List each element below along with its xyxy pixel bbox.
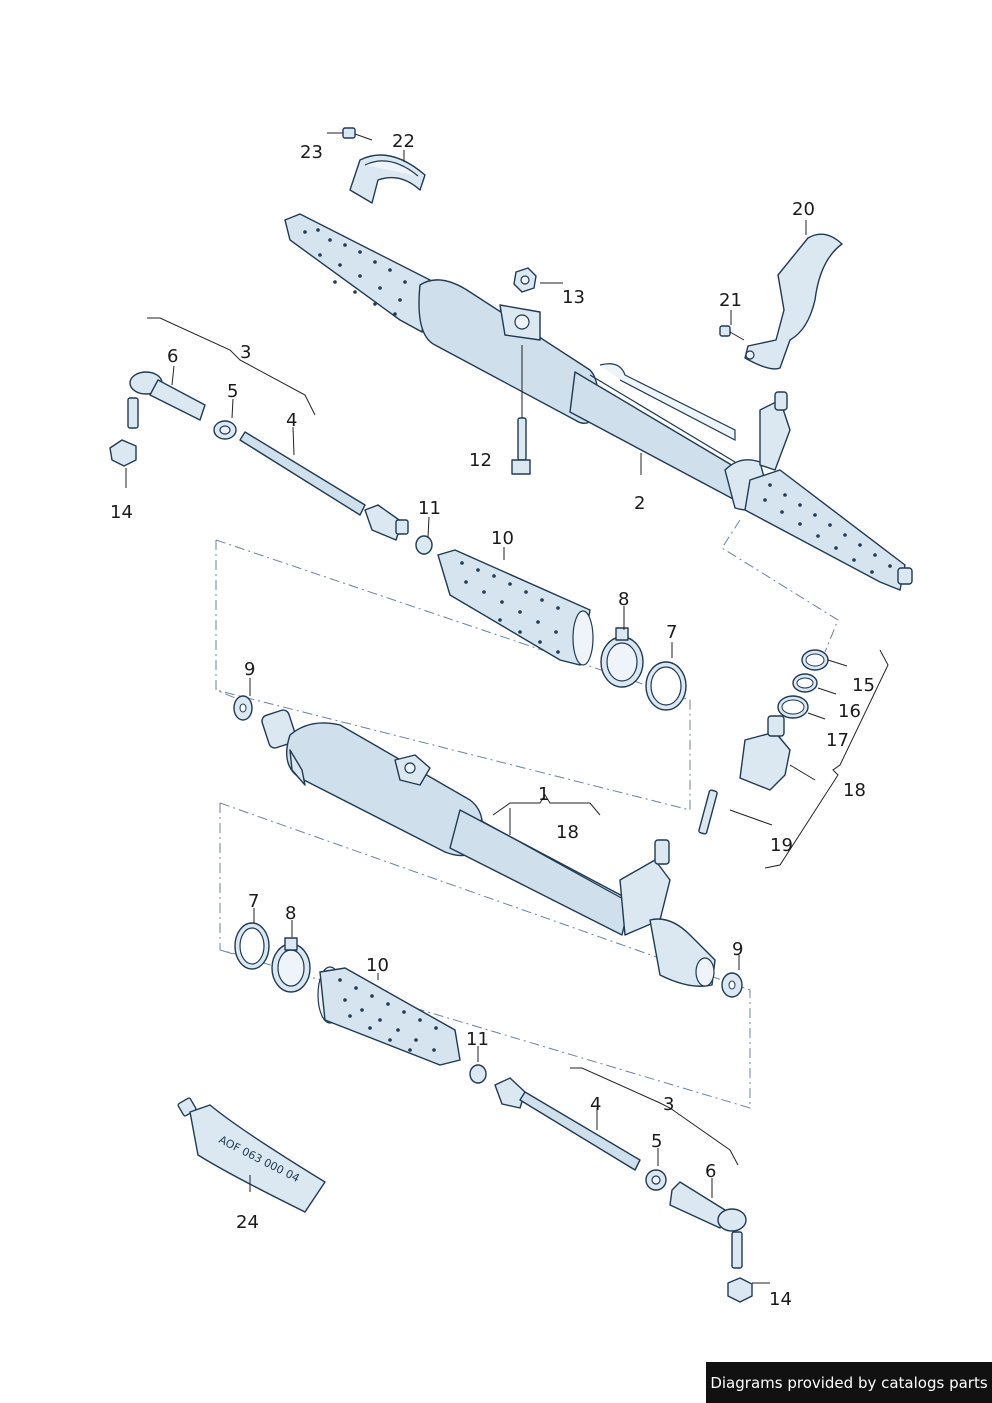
valve-part <box>739 715 791 791</box>
callout-11-lower: 11 <box>466 1029 489 1050</box>
hex-nut-bottom <box>727 1277 753 1303</box>
callout-14-lower: 14 <box>769 1289 792 1310</box>
callout-5-upper: 5 <box>227 381 238 402</box>
tie-rod-upper <box>239 431 409 541</box>
callout-9-lower: 9 <box>732 939 743 960</box>
boot-upper <box>437 549 594 666</box>
bracket-bolt-part <box>719 325 745 341</box>
callout-17: 17 <box>826 730 849 751</box>
o-ring-lower <box>234 922 270 970</box>
callout-6-upper: 6 <box>167 346 178 367</box>
washer-lower <box>721 972 743 998</box>
callout-6-lower: 6 <box>705 1161 716 1182</box>
grease-tube: AOF 063 000 04 <box>177 1097 326 1213</box>
callout-4-upper: 4 <box>286 410 297 431</box>
washer-upper <box>233 695 253 721</box>
o-ring-upper <box>645 661 687 711</box>
callout-10-upper: 10 <box>491 528 514 549</box>
hex-nut-lower <box>109 439 137 467</box>
tie-rod-lower <box>494 1077 641 1171</box>
callout-4-lower: 4 <box>590 1094 601 1115</box>
callout-12: 12 <box>469 450 492 471</box>
hose-clamp-lower <box>271 937 311 993</box>
callout-3-lower: 3 <box>663 1094 674 1115</box>
callout-18-center: 18 <box>556 822 579 843</box>
nut-part <box>513 267 537 293</box>
bracket-part <box>744 233 843 370</box>
attribution-badge: Diagrams provided by catalogs parts <box>706 1362 992 1403</box>
boot-lower <box>317 966 461 1066</box>
callout-7-lower: 7 <box>248 891 259 912</box>
callout-21: 21 <box>719 290 742 311</box>
tie-rod-end-lower <box>669 1181 747 1269</box>
callout-1: 1 <box>538 784 549 805</box>
callout-7-upper: 7 <box>666 622 677 643</box>
jam-nut-upper <box>213 420 237 440</box>
valve-bolt-part <box>698 789 718 835</box>
callout-11-upper: 11 <box>418 498 441 519</box>
callout-labels: 23 22 20 21 13 3 6 5 4 12 2 14 11 10 8 7… <box>110 131 875 1310</box>
callout-20: 20 <box>792 199 815 220</box>
clip-ring-lower <box>469 1064 487 1084</box>
callout-9-upper: 9 <box>244 659 255 680</box>
callout-14-upper: 14 <box>110 502 133 523</box>
callout-5-lower: 5 <box>651 1131 662 1152</box>
bolt-part <box>342 127 373 141</box>
callout-15: 15 <box>852 675 875 696</box>
steering-rack-lower <box>261 709 716 987</box>
tie-rod-end-upper <box>127 371 206 429</box>
callout-3-upper: 3 <box>240 342 251 363</box>
callout-8-upper: 8 <box>618 589 629 610</box>
callout-18-right: 18 <box>843 780 866 801</box>
callout-2: 2 <box>634 493 645 514</box>
callout-16: 16 <box>838 701 861 722</box>
leader-lines <box>125 132 889 1284</box>
seal-rings <box>777 649 829 719</box>
clamp-part <box>349 154 426 204</box>
jam-nut-lower <box>645 1169 667 1191</box>
bolt-long-part <box>511 345 531 475</box>
callout-8-lower: 8 <box>285 903 296 924</box>
callout-10-lower: 10 <box>366 955 389 976</box>
callout-13: 13 <box>562 287 585 308</box>
callout-22: 22 <box>392 131 415 152</box>
hose-clamp-upper <box>600 627 644 688</box>
callout-23: 23 <box>300 142 323 163</box>
assembly-guide-lines <box>215 519 839 1109</box>
callout-24: 24 <box>236 1212 259 1233</box>
steering-rack-upper <box>284 213 913 591</box>
callout-19: 19 <box>770 835 793 856</box>
clip-ring-upper <box>415 535 433 555</box>
